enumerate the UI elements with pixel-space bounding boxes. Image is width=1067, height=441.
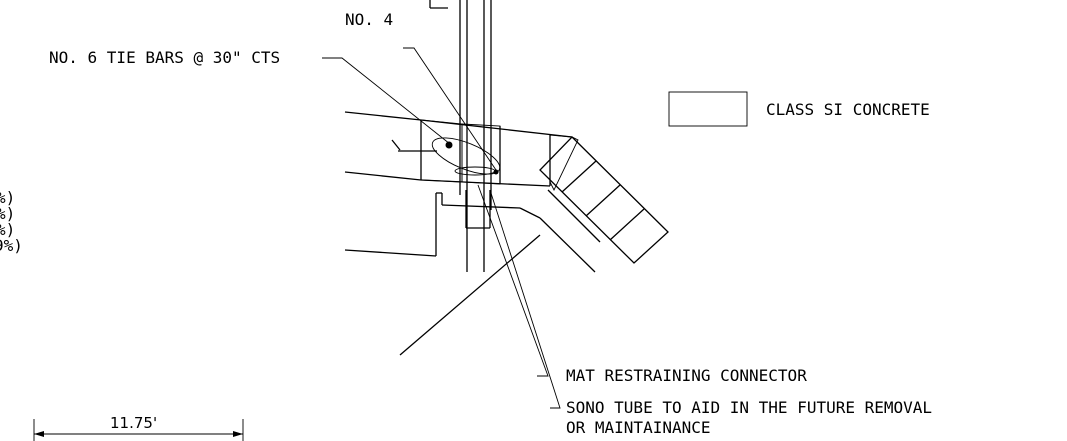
cut-left-text: %) %) %) 9%) (0, 188, 23, 255)
label-sono-tube-line1: SONO TUBE TO AID IN THE FUTURE REMOVAL (566, 398, 932, 417)
wall-lines (429, 0, 492, 272)
cut-text-4: 9%) (0, 236, 23, 255)
label-dimension: 11.75' (110, 414, 157, 432)
reinforcement (391, 137, 501, 176)
dimension (33, 419, 244, 441)
label-sono-tube-line2: OR MAINTAINANCE (566, 418, 711, 437)
leader-lines (322, 47, 561, 409)
legend (668, 91, 748, 127)
cut-text-2: %) (0, 204, 15, 223)
label-class-si-concrete: CLASS SI CONCRETE (766, 100, 930, 119)
sloped-blocks (539, 136, 669, 264)
diagonal-line (399, 234, 541, 356)
legend-swatch (668, 91, 748, 127)
label-no4: NO. 4 (345, 10, 393, 29)
label-mat-restraining-connector: MAT RESTRAINING CONNECTOR (566, 366, 807, 385)
slab-lines (344, 111, 596, 273)
cut-text-3: %) (0, 220, 15, 239)
label-tie-bars: NO. 6 TIE BARS @ 30" CTS (49, 48, 280, 67)
cut-text-1: %) (0, 188, 15, 207)
